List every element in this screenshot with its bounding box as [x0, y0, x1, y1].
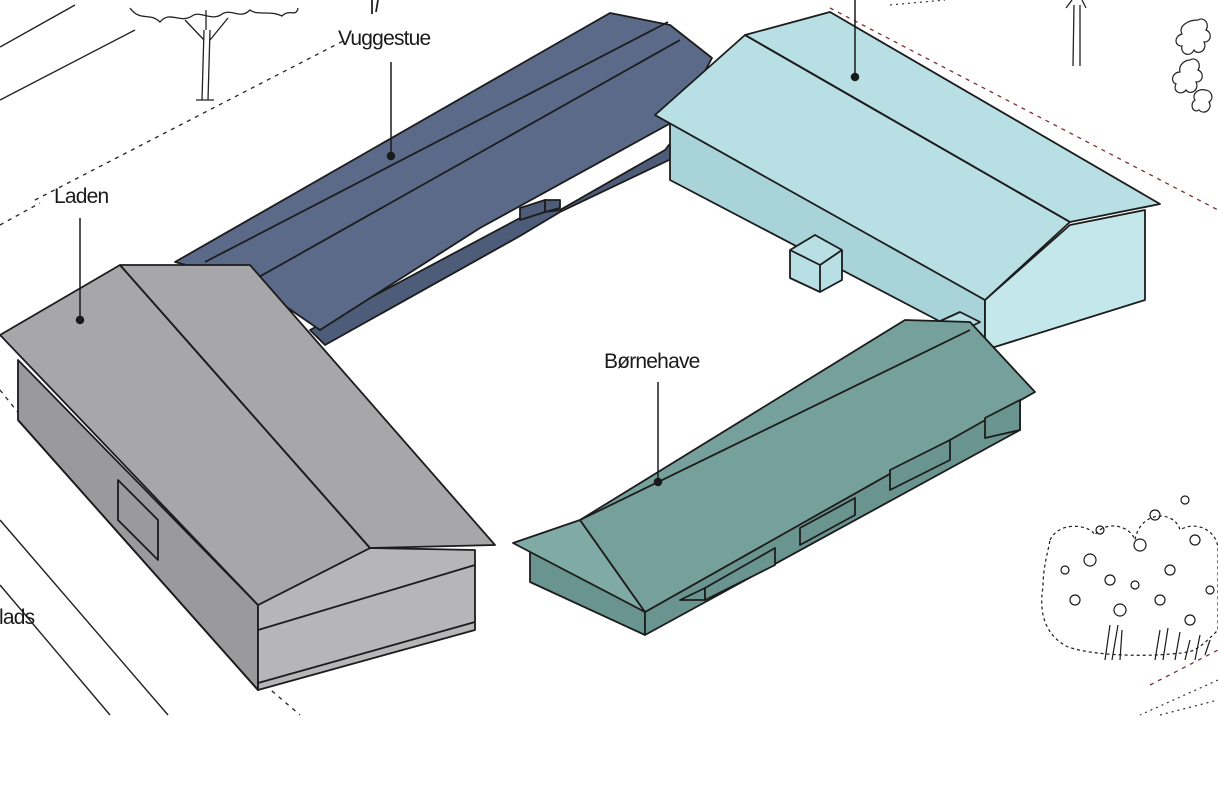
shrub-icon	[1171, 18, 1213, 113]
plot-boundary-dashed	[0, 39, 346, 716]
label-bornehave: Børnehave	[604, 350, 700, 373]
building-bornehave	[512, 319, 1036, 636]
label-laden: Laden	[54, 185, 109, 208]
label-plads-partial: lads	[0, 606, 35, 629]
road-lines	[0, 4, 169, 716]
tree-icon	[1065, 0, 1087, 67]
building-light-blue	[654, 11, 1161, 351]
plot-boundary-dotted	[889, 0, 1218, 716]
plot-boundary-red	[829, 7, 1218, 686]
leader-lines	[75, 0, 860, 487]
tree-icon	[129, 7, 299, 101]
shrub-icon	[1041, 495, 1218, 661]
post-icon	[371, 0, 379, 14]
label-vuggestue: Vuggestue	[338, 27, 431, 50]
building-laden	[0, 264, 496, 691]
